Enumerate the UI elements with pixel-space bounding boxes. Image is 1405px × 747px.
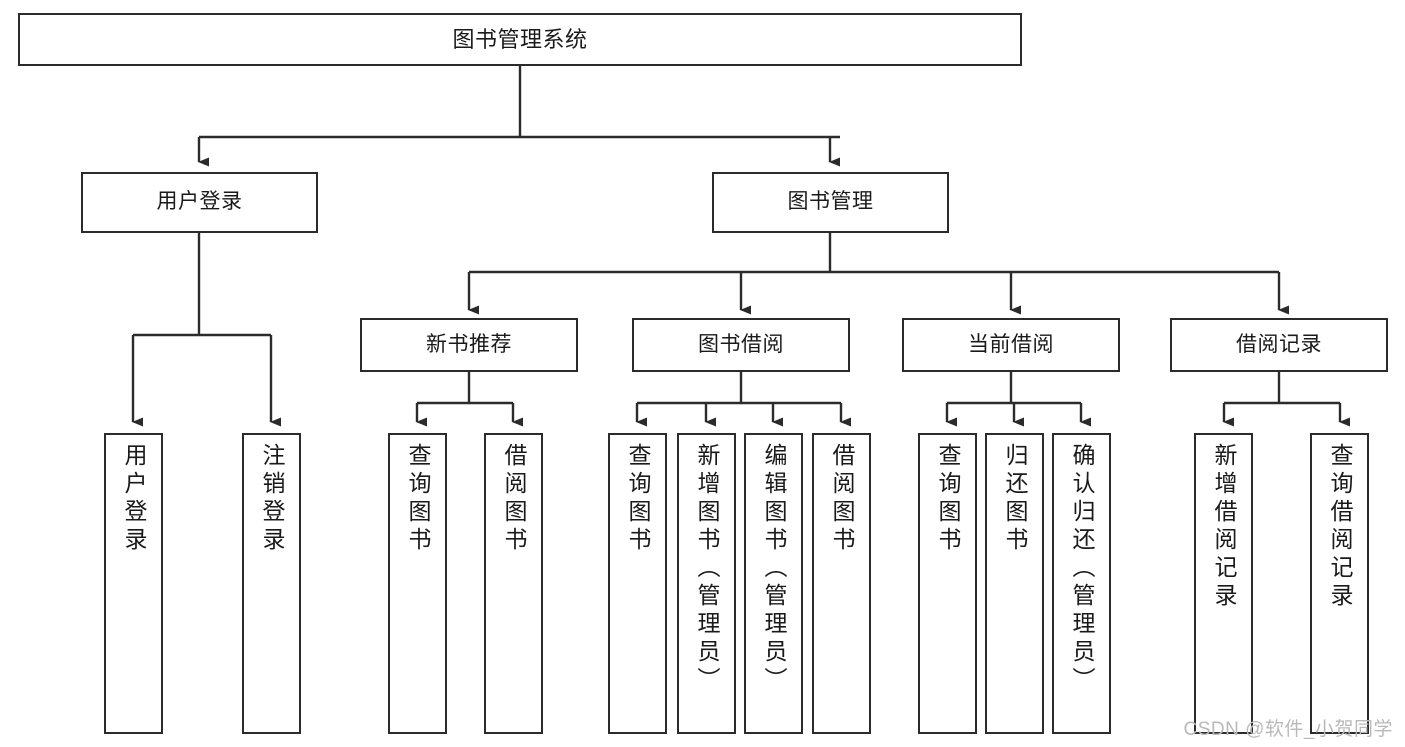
- node-leaf-return-book[interactable]: 归还图书: [985, 433, 1044, 734]
- node-label: 图书管理: [787, 190, 874, 214]
- node-leaf-query-book-1[interactable]: 查询图书: [388, 433, 447, 734]
- node-label: 借阅图书: [501, 443, 527, 555]
- node-leaf-user-login[interactable]: 用户登录: [104, 433, 163, 734]
- node-root-book-management-system[interactable]: 图书管理系统: [18, 13, 1022, 66]
- node-label: 新书推荐: [426, 332, 512, 356]
- node-book-management[interactable]: 图书管理: [712, 172, 949, 233]
- node-label: 图书借阅: [698, 332, 784, 356]
- node-current-borrowing[interactable]: 当前借阅: [902, 318, 1120, 372]
- node-leaf-edit-book-admin[interactable]: 编辑图书（管理员）: [744, 433, 803, 734]
- node-label: 查询借阅记录: [1327, 443, 1353, 611]
- node-label: 用户登录: [156, 190, 243, 214]
- node-label: 借阅图书: [829, 443, 855, 555]
- node-label: 当前借阅: [968, 332, 1054, 356]
- node-label: 图书管理系统: [452, 26, 588, 52]
- node-user-login[interactable]: 用户登录: [81, 172, 318, 233]
- node-label: 注销登录: [259, 443, 285, 555]
- node-book-borrowing[interactable]: 图书借阅: [632, 318, 850, 372]
- node-new-book-recommendation[interactable]: 新书推荐: [360, 318, 578, 372]
- node-label: 编辑图书（管理员）: [761, 443, 787, 695]
- node-label: 查询图书: [935, 443, 961, 555]
- node-leaf-query-book-2[interactable]: 查询图书: [608, 433, 667, 734]
- node-label: 新增借阅记录: [1211, 443, 1237, 611]
- node-label: 查询图书: [625, 443, 651, 555]
- node-label: 确认归还（管理员）: [1069, 443, 1095, 695]
- node-leaf-logout[interactable]: 注销登录: [242, 433, 301, 734]
- node-label: 用户登录: [121, 443, 147, 555]
- node-leaf-add-borrow-record[interactable]: 新增借阅记录: [1194, 433, 1253, 734]
- node-leaf-query-borrow-record[interactable]: 查询借阅记录: [1310, 433, 1369, 734]
- node-leaf-borrow-book-1[interactable]: 借阅图书: [484, 433, 543, 734]
- node-label: 归还图书: [1002, 443, 1028, 555]
- node-leaf-confirm-return-admin[interactable]: 确认归还（管理员）: [1052, 433, 1111, 734]
- node-label: 查询图书: [405, 443, 431, 555]
- node-leaf-query-book-3[interactable]: 查询图书: [918, 433, 977, 734]
- node-label: 新增图书（管理员）: [694, 443, 720, 695]
- node-leaf-add-book-admin[interactable]: 新增图书（管理员）: [677, 433, 736, 734]
- node-borrowing-records[interactable]: 借阅记录: [1170, 318, 1388, 372]
- node-leaf-borrow-book-2[interactable]: 借阅图书: [812, 433, 871, 734]
- node-label: 借阅记录: [1236, 332, 1322, 356]
